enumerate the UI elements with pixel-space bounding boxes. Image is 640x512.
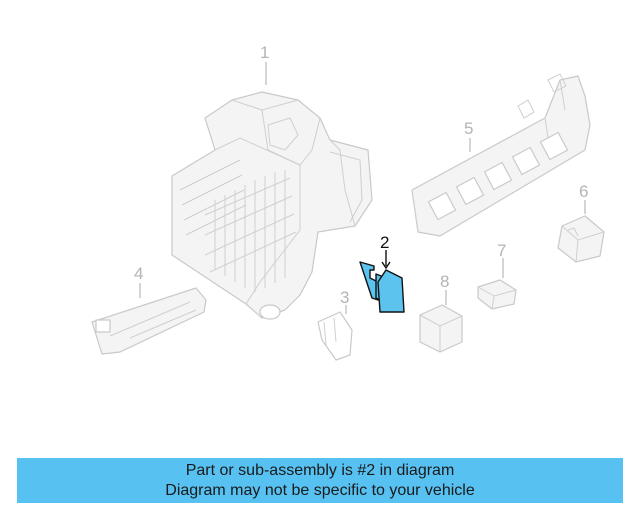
- part-1-fuse-box[interactable]: [171, 91, 373, 320]
- part-2-fuse-highlighted[interactable]: [359, 261, 405, 313]
- callout-7: 7: [497, 241, 506, 260]
- banner-line-part: Part or sub-assembly is #2 in diagram: [185, 461, 455, 479]
- part-3-fuse[interactable]: [317, 311, 353, 361]
- part-4-fuse-puller[interactable]: [91, 287, 207, 355]
- banner-line-disclaimer: Diagram may not be specific to your vehi…: [165, 481, 475, 499]
- part-8-relay[interactable]: [419, 304, 463, 353]
- parts-diagram: 1 5 6 7 8 3: [91, 43, 605, 361]
- callout-8: 8: [440, 272, 449, 291]
- callout-1: 1: [260, 43, 269, 62]
- part-7-relay[interactable]: [477, 279, 517, 310]
- part-5-relay-carrier[interactable]: [411, 73, 591, 237]
- callout-5: 5: [464, 119, 473, 138]
- callout-6: 6: [579, 182, 588, 201]
- callout-2: 2: [380, 233, 389, 252]
- callout-4: 4: [134, 264, 143, 283]
- part-6-relay[interactable]: [557, 215, 605, 263]
- callout-3: 3: [340, 288, 349, 307]
- info-banner: Part or sub-assembly is #2 in diagram Di…: [17, 458, 623, 503]
